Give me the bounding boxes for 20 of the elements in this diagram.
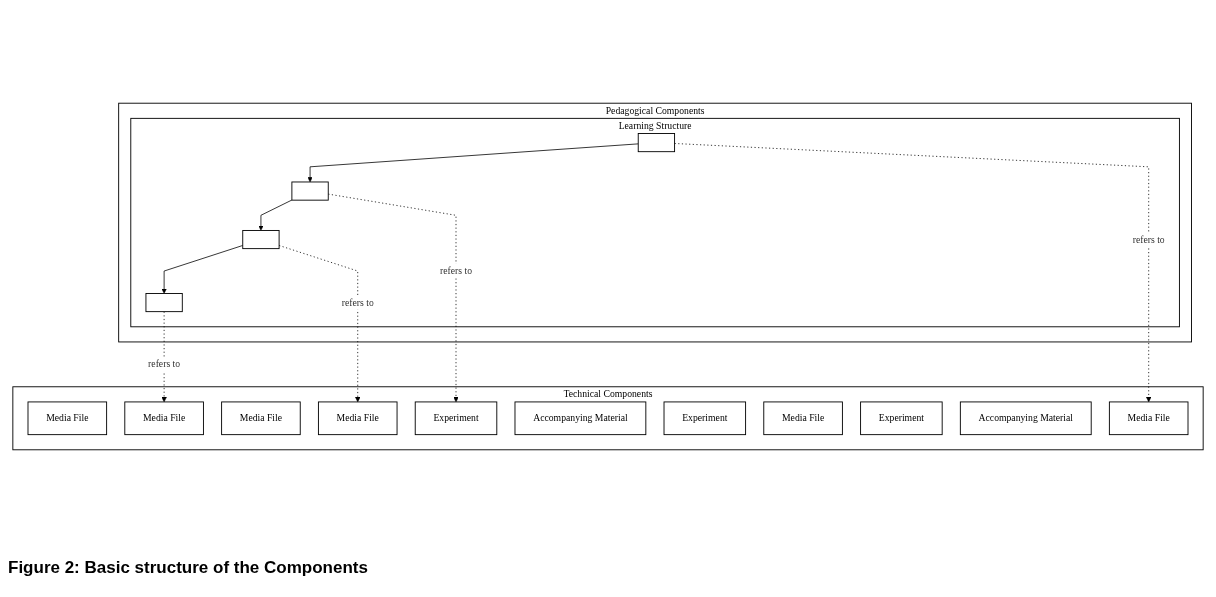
node-box: Accompanying Material	[514, 401, 647, 436]
edge-label: refers to	[148, 358, 181, 370]
node-box: Media File	[221, 401, 301, 436]
node-box: Media File	[763, 401, 843, 436]
node-box: Media File	[317, 401, 398, 436]
node-box: Media File	[1108, 401, 1189, 436]
node-box	[145, 293, 183, 313]
node-box: Experiment	[663, 401, 747, 436]
node-box: Experiment	[414, 401, 498, 436]
figure-caption: Figure 2: Basic structure of the Components	[8, 558, 368, 578]
node-box	[637, 133, 676, 153]
edge-label: refers to	[1132, 234, 1165, 245]
node-box: Accompanying Material	[959, 401, 1092, 436]
edge-label: refers to	[341, 297, 374, 308]
edge-label: refers to	[440, 265, 473, 276]
node-box	[242, 230, 280, 250]
node-box	[291, 181, 329, 201]
node-box: Media File	[124, 401, 204, 436]
node-box: Media File	[27, 401, 108, 436]
node-box: Experiment	[860, 401, 943, 436]
